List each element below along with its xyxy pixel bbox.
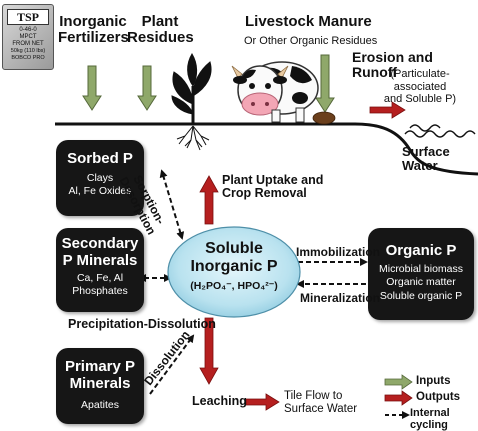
soluble-p-formula: (H₂PO₄⁻, HPO₄²⁻) — [190, 280, 278, 292]
secondary-p-minerals-box: Secondary P Minerals Ca, Fe, Al Phosphat… — [56, 228, 144, 312]
tsp-bag-line: 50kg (110 lbs) — [10, 48, 46, 54]
organic-p-detail: Soluble organic P — [379, 289, 463, 302]
tsp-bag-line: 0-46-0 — [19, 27, 37, 33]
legend-internal-label: Internal cycling — [410, 407, 450, 431]
surface-water-label: Surface Water — [402, 144, 450, 173]
primary-p-detail: Apatites — [81, 398, 119, 411]
precipitation-dissolution-label: Precipitation-Dissolution — [68, 317, 216, 331]
input-arrow-fertilizers — [82, 65, 102, 111]
organic-p-detail: Organic matter — [386, 276, 456, 289]
organic-p-box: Organic P Microbial biomass Organic matt… — [368, 228, 474, 320]
tsp-bag-line: FROM NET — [12, 41, 44, 47]
secondary-p-title: Secondary — [61, 235, 139, 252]
surface-water-waves — [404, 124, 476, 138]
output-arrow-tile-flow — [245, 393, 280, 411]
secondary-p-detail: Phosphates — [72, 284, 128, 297]
immobilization-label: Immobilization — [296, 245, 380, 259]
legend-outputs-label: Outputs — [416, 391, 461, 403]
output-arrow-leaching — [199, 317, 219, 385]
cycle-arrow-sorption — [159, 169, 185, 240]
legend-input-arrow — [384, 374, 413, 390]
mineralization-label: Mineralization — [300, 291, 381, 305]
sorbed-p-box: Sorbed P Clays Al, Fe Oxides — [56, 140, 144, 216]
tsp-bag-line: MPCT — [19, 34, 37, 40]
input-arrow-residues — [137, 65, 157, 111]
output-arrow-plant-uptake — [199, 175, 219, 225]
legend-output-arrow — [384, 390, 413, 406]
other-residues-label: Or Other Organic Residues — [244, 35, 378, 47]
cycle-arrow-dissolution — [149, 334, 195, 395]
livestock-manure-label: Livestock Manure — [245, 13, 372, 30]
primary-p-title: Primary P — [64, 358, 136, 375]
tsp-bag-title: TSP — [7, 9, 49, 25]
organic-p-detail: Microbial biomass — [378, 263, 464, 276]
sorbed-p-detail: Al, Fe Oxides — [68, 185, 132, 198]
secondary-p-title: P Minerals — [62, 252, 138, 270]
leaching-label: Leaching — [192, 394, 247, 408]
soluble-p-title: Soluble — [205, 240, 263, 257]
input-arrow-manure — [315, 54, 335, 113]
sorbed-p-title: Sorbed P — [67, 150, 133, 167]
primary-p-title: Minerals — [69, 375, 131, 393]
legend-inputs-label: Inputs — [416, 375, 451, 387]
soil-surface-line — [55, 122, 478, 176]
soluble-p-label: Soluble Inorganic P (H₂PO₄⁻, HPO₄²⁻) — [170, 240, 298, 292]
soluble-p-ellipse — [167, 226, 301, 318]
primary-p-minerals-box: Primary P Minerals Apatites — [56, 348, 144, 424]
organic-p-title: Organic P — [385, 242, 457, 259]
soluble-p-title: Inorganic P — [190, 258, 278, 275]
plant-illustration — [171, 53, 212, 151]
erosion-runoff-label: Erosion and Runoff — [352, 49, 433, 80]
tsp-fertilizer-bag: TSP 0-46-0 MPCT FROM NET 50kg (110 lbs) … — [2, 4, 54, 70]
output-arrow-erosion — [369, 101, 406, 119]
sorbed-p-detail: Clays — [86, 172, 114, 185]
tsp-bag-line: BOBCO PRO — [11, 55, 45, 61]
cow-illustration — [231, 61, 336, 125]
secondary-p-detail: Ca, Fe, Al — [76, 271, 124, 284]
